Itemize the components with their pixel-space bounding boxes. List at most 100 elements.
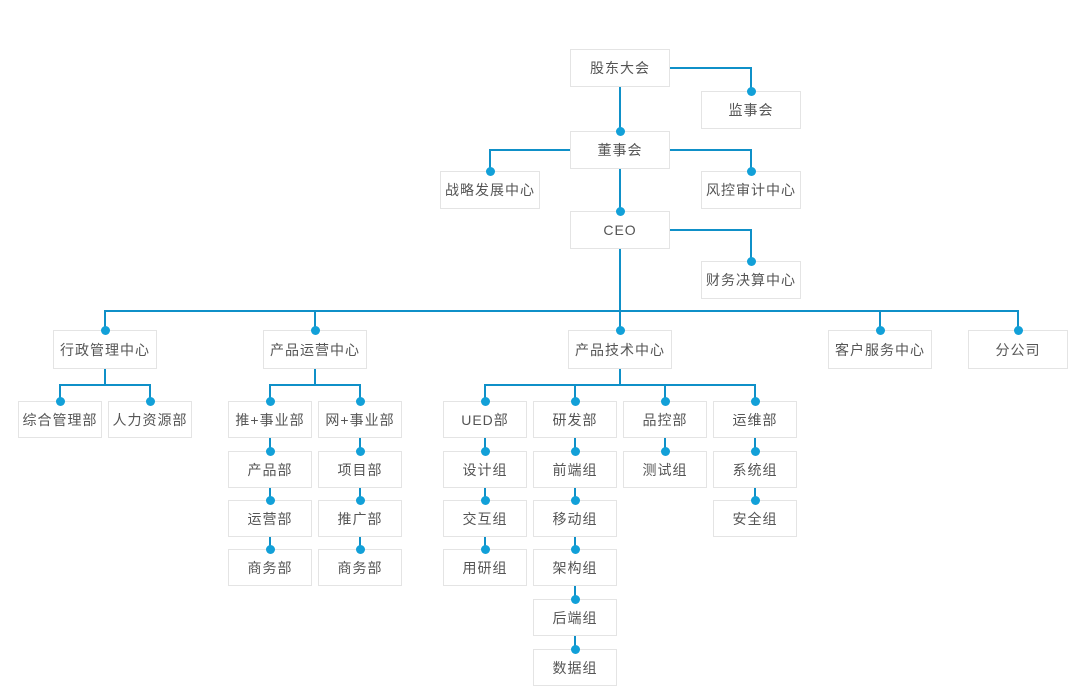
connector-dot [746, 86, 756, 96]
connector-line [619, 369, 621, 385]
connector-line [574, 586, 576, 599]
org-node-label: 股东大会 [590, 60, 650, 76]
org-node-label: 设计组 [462, 461, 508, 478]
org-node-label: 网+事业部 [325, 411, 395, 428]
connector-dot [750, 446, 760, 456]
org-node-label: 商务部 [247, 559, 293, 576]
org-node-label: 测试组 [642, 461, 688, 478]
org-node-label: 人力资源部 [112, 411, 188, 428]
connector-dot [570, 594, 580, 604]
connector-line [269, 384, 361, 386]
connector-line [574, 385, 576, 401]
org-node-backend-group: 后端组 [533, 599, 617, 636]
org-node-risk-audit-center: 风控审计中心 [701, 171, 801, 209]
org-node-label: CEO [603, 222, 637, 238]
org-node-finance-settlement-center: 财务决算中心 [701, 261, 801, 299]
connector-dot [480, 446, 490, 456]
connector-line [314, 311, 316, 330]
connector-dot [875, 325, 885, 335]
connector-line [750, 150, 752, 171]
org-node-shareholders-meeting: 股东大会 [570, 49, 670, 87]
connector-line [664, 385, 666, 401]
org-node-label: 移动组 [552, 510, 598, 527]
org-node-design-group: 设计组 [443, 451, 527, 488]
org-node-mobile-group: 移动组 [533, 500, 617, 537]
connector-line [1017, 311, 1019, 330]
connector-line [754, 385, 756, 401]
org-node-business-dept-tui: 商务部 [228, 549, 312, 586]
connector-line [484, 385, 486, 401]
connector-dot [570, 446, 580, 456]
org-node-label: 架构组 [552, 559, 598, 576]
org-node-business-dept-wang: 商务部 [318, 549, 402, 586]
connector-line [574, 537, 576, 549]
org-node-label: 系统组 [732, 461, 778, 478]
connector-line [359, 438, 361, 451]
connector-dot [480, 495, 490, 505]
connector-dot [265, 446, 275, 456]
org-node-supervisory-board: 监事会 [701, 91, 801, 129]
org-node-label: 后端组 [552, 609, 598, 626]
org-node-ued-dept: UED部 [443, 401, 527, 438]
org-node-label: 综合管理部 [22, 411, 98, 428]
org-node-user-research-group: 用研组 [443, 549, 527, 586]
connector-dot [355, 544, 365, 554]
org-node-data-group: 数据组 [533, 649, 617, 686]
connector-line [754, 488, 756, 500]
org-node-label: 研发部 [552, 411, 598, 428]
org-node-label: 推广部 [337, 510, 383, 527]
connector-line [59, 384, 151, 386]
connector-dot [480, 396, 490, 406]
connector-line [269, 537, 271, 549]
connector-dot [100, 325, 110, 335]
connector-dot [265, 495, 275, 505]
org-node-qc-dept: 品控部 [623, 401, 707, 438]
org-node-ops-dept: 运维部 [713, 401, 797, 438]
org-node-wang-plus-division: 网+事业部 [318, 401, 402, 438]
connector-dot [750, 495, 760, 505]
connector-dot [355, 396, 365, 406]
connector-dot [615, 206, 625, 216]
connector-dot [355, 446, 365, 456]
connector-line [669, 67, 752, 69]
org-node-security-group: 安全组 [713, 500, 797, 537]
org-node-label: 分公司 [995, 341, 1041, 358]
connector-dot [265, 544, 275, 554]
connector-line [574, 636, 576, 649]
connector-dot [660, 396, 670, 406]
connector-line [359, 488, 361, 500]
connector-dot [615, 325, 625, 335]
org-node-label: 推+事业部 [235, 411, 305, 428]
connector-dot [570, 544, 580, 554]
connector-line [574, 438, 576, 451]
connector-line [750, 230, 752, 261]
connector-line [619, 87, 621, 131]
connector-dot [750, 396, 760, 406]
connector-line [314, 369, 316, 385]
org-node-label: 数据组 [552, 659, 598, 676]
connector-line [619, 311, 621, 330]
connector-dot [660, 446, 670, 456]
connector-line [619, 169, 621, 211]
org-node-label: 安全组 [732, 510, 778, 527]
connector-dot [55, 396, 65, 406]
org-node-system-group: 系统组 [713, 451, 797, 488]
org-node-label: 产品技术中心 [575, 341, 665, 358]
connector-line [754, 438, 756, 451]
connector-dot [355, 495, 365, 505]
connector-line [359, 537, 361, 549]
org-node-rd-dept: 研发部 [533, 401, 617, 438]
org-node-label: 产品运营中心 [270, 341, 360, 358]
connector-dot [480, 544, 490, 554]
org-node-project-dept: 项目部 [318, 451, 402, 488]
org-node-interaction-group: 交互组 [443, 500, 527, 537]
connector-dot [570, 396, 580, 406]
connector-line [104, 310, 1019, 312]
org-node-label: 董事会 [597, 142, 643, 158]
org-node-strategy-development-center: 战略发展中心 [440, 171, 540, 209]
org-node-product-tech-center: 产品技术中心 [568, 330, 672, 369]
org-node-label: 运维部 [732, 411, 778, 428]
org-node-label: 交互组 [462, 510, 508, 527]
connector-line [484, 438, 486, 451]
org-node-label: 客户服务中心 [835, 341, 925, 358]
